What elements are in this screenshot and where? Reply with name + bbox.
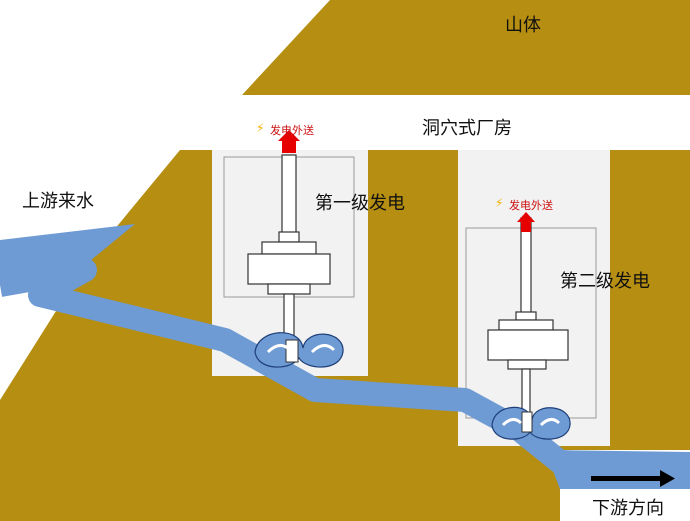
cavern-powerhouse-label: 洞穴式厂房 (422, 118, 512, 139)
stage-two-generation-label: 第二级发电 (560, 271, 650, 292)
mountain-upper (242, 0, 690, 95)
mountain-label: 山体 (505, 15, 541, 36)
lightning-bolt-icon: ⚡ (495, 196, 504, 210)
upstream-inflow-label: 上游来水 (22, 191, 94, 212)
output-arrow-1 (278, 130, 300, 153)
downstream-outlet (545, 450, 690, 489)
arrow-right-icon (591, 470, 675, 487)
power-output-label-1: 发电外送 (270, 124, 314, 137)
lightning-bolt-icon: ⚡ (256, 121, 265, 135)
downstream-direction-label: 下游方向 (592, 498, 664, 519)
turbine-1 (254, 332, 344, 368)
stage-one-generation-label: 第一级发电 (315, 193, 405, 214)
generator-unit-2 (487, 217, 569, 414)
generator-unit-1 (247, 154, 331, 339)
output-arrow-2 (517, 212, 535, 232)
power-output-label-2: 发电外送 (509, 199, 553, 212)
turbine-2 (491, 406, 571, 440)
